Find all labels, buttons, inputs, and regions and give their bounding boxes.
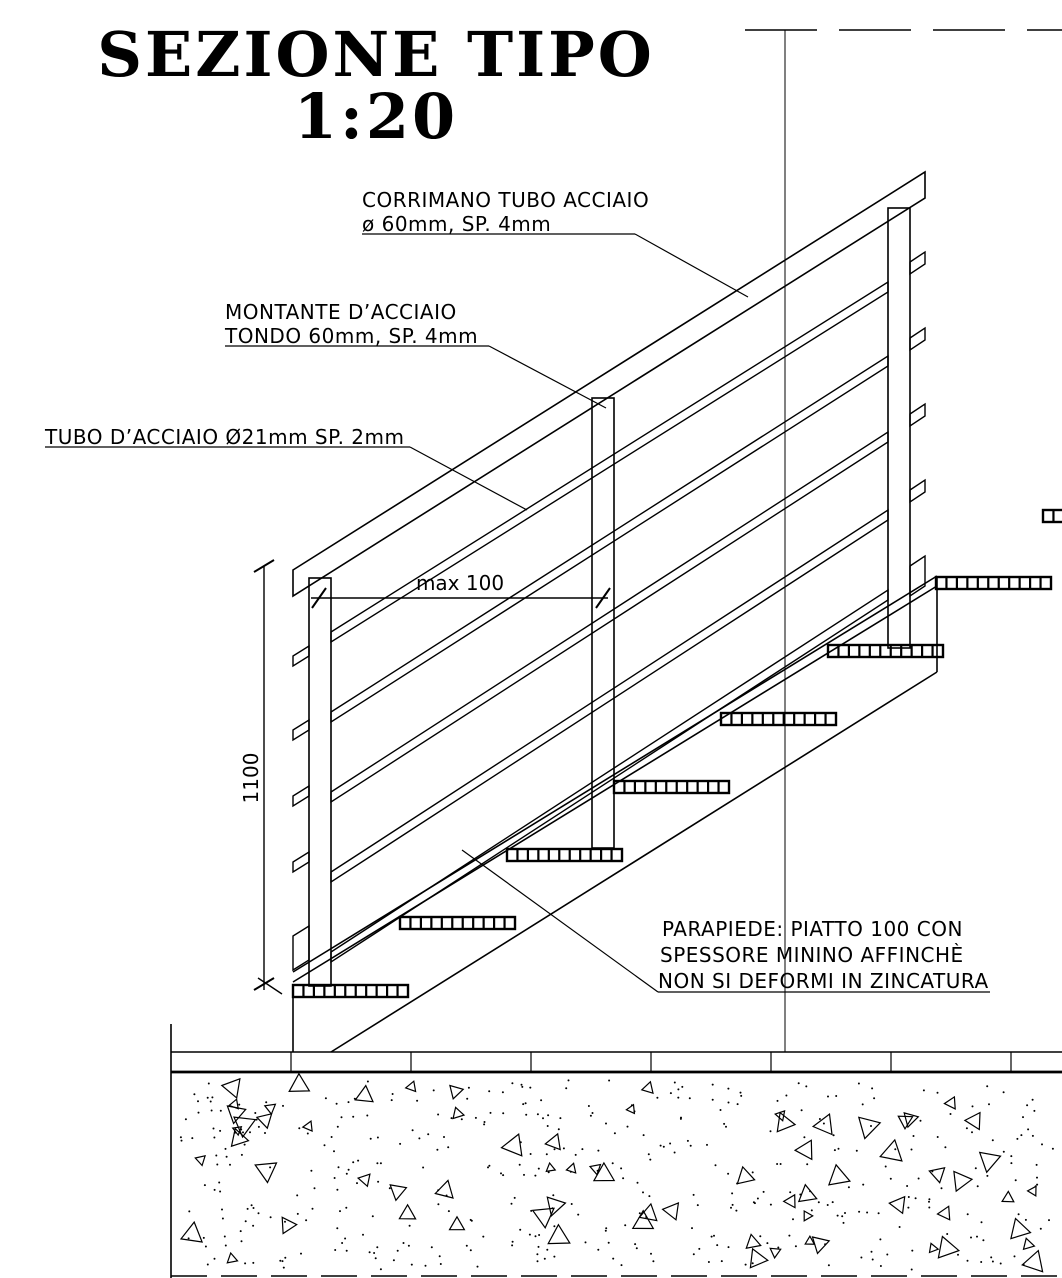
handrail-label-line1: CORRIMANO TUBO ACCIAIO: [362, 188, 649, 212]
post-right: [887, 207, 911, 649]
step-tread: [934, 575, 1053, 591]
post-left: [308, 577, 332, 987]
step-tread: [719, 711, 838, 727]
rail-bars: [330, 280, 889, 964]
ground-slab: [170, 1024, 1062, 1278]
rail-bar: [330, 508, 889, 884]
height-dimension: [253, 559, 283, 995]
rail-bar: [330, 430, 889, 804]
bar-ends-left: [292, 644, 310, 972]
drawing-title-line2: 1:20: [294, 80, 458, 153]
bar-ends-right: [909, 250, 926, 598]
toeboard-label-line2: SPESSORE MININO AFFINCHÈ: [660, 943, 964, 967]
post-label-line2: TONDO 60mm, SP. 4mm: [224, 324, 478, 348]
step-tread: [398, 915, 517, 931]
step-tread: [291, 983, 410, 999]
leaders: [45, 233, 990, 993]
step-tread: [505, 847, 624, 863]
step-tread: [1041, 508, 1062, 524]
handrail: [292, 170, 926, 598]
height-dimension-label: 1100: [239, 753, 263, 804]
step-tread: [826, 643, 945, 659]
spacing-dimension: [311, 587, 611, 609]
reference-lines: [745, 29, 1062, 1052]
drawing-title-line1: SEZIONE TIPO: [97, 18, 655, 91]
step-tread: [612, 779, 731, 795]
handrail-label-line2: ø 60mm, SP. 4mm: [362, 212, 551, 236]
post-label-line1: MONTANTE D’ACCIAIO: [225, 300, 457, 324]
concrete-hatch: [179, 1072, 1054, 1273]
bar-label: TUBO D’ACCIAIO Ø21mm SP. 2mm: [44, 425, 404, 449]
spacing-dimension-label: max 100: [416, 571, 504, 595]
rail-bar: [330, 588, 889, 964]
toeboard-label-line1: PARAPIEDE: PIATTO 100 CON: [662, 917, 963, 941]
toeboard-label-line3: NON SI DEFORMI IN ZINCATURA: [658, 969, 989, 993]
rail-bar: [330, 354, 889, 724]
rail-bar: [330, 280, 889, 644]
step-treads: [291, 508, 1062, 999]
